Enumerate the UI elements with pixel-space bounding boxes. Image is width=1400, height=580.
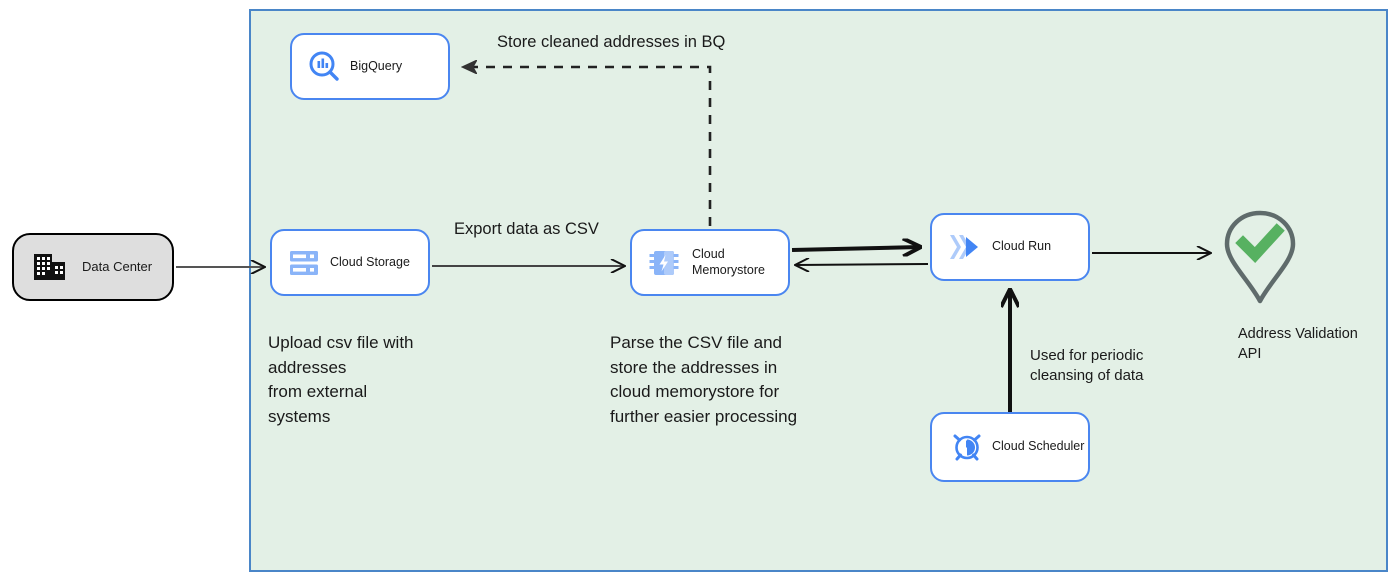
- memorystore-chip-icon: [644, 247, 684, 279]
- cloud-scheduler-alarm-clock-icon: [946, 430, 988, 464]
- cloud-storage-bucket-icon: [284, 248, 324, 278]
- bigquery-magnifier-bars-icon: [304, 50, 344, 84]
- annotation-parse-note: Parse the CSV file and store the address…: [610, 333, 798, 426]
- node-bigquery[interactable]: BigQuery: [290, 33, 450, 100]
- node-data-center[interactable]: Data Center: [12, 233, 174, 301]
- cloud-run-chevron-icon: [944, 231, 988, 263]
- edge-label-used-for-periodic-cleansing: Used for periodic cleansing of data: [1030, 347, 1144, 385]
- cloud-boundary-group: [249, 9, 1388, 572]
- node-label: Cloud Storage: [330, 254, 410, 269]
- node-cloud-run[interactable]: Cloud Run: [930, 213, 1090, 281]
- node-label: BigQuery: [350, 58, 403, 73]
- node-address-validation-api[interactable]: [1218, 209, 1302, 305]
- map-pin-check-icon: [1224, 210, 1296, 304]
- node-cloud-storage[interactable]: Cloud Storage: [270, 229, 430, 296]
- edge-label-export-data-as-csv: Export data as CSV: [454, 220, 599, 238]
- node-label: Cloud Run: [992, 239, 1052, 254]
- node-label: Cloud Scheduler: [992, 439, 1085, 454]
- node-cloud-memorystore[interactable]: Cloud Memorystore: [630, 229, 790, 296]
- node-label: Data Center: [82, 259, 153, 275]
- annotation-upload-note: Upload csv file with addresses from exte…: [268, 333, 414, 426]
- node-cloud-scheduler[interactable]: Cloud Scheduler: [930, 412, 1090, 482]
- data-center-building-icon: [26, 251, 74, 283]
- node-label-address-validation-api: Address Validation API: [1238, 326, 1358, 362]
- node-label: Cloud Memorystore: [692, 247, 765, 277]
- edge-label-store-cleaned-addresses: Store cleaned addresses in BQ: [497, 33, 726, 51]
